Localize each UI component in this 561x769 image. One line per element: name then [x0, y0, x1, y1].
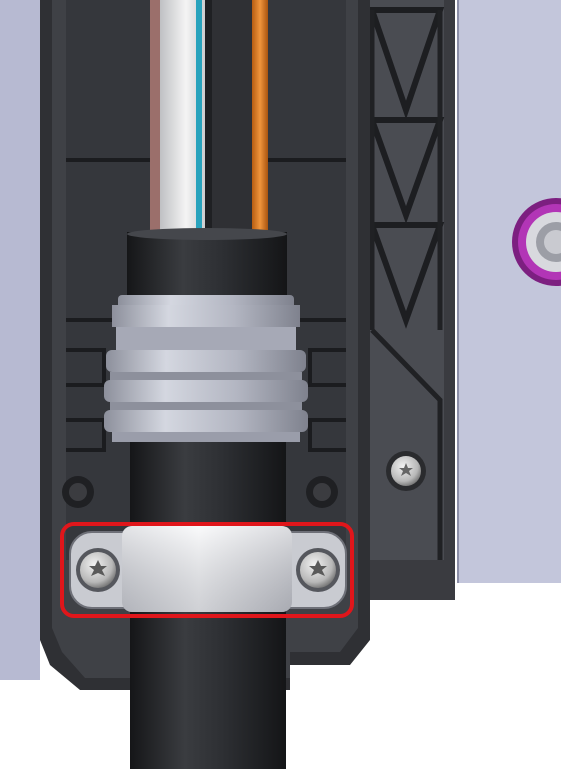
cable-wires [150, 0, 268, 240]
cable-gland [104, 295, 308, 442]
cable-jacket-top-edge [127, 228, 287, 240]
torx-screw-icon [76, 548, 120, 592]
circular-connector-icon [512, 198, 561, 286]
torx-screw-icon [296, 548, 340, 592]
torx-screw-icon [386, 451, 426, 491]
cable-clamp [69, 526, 347, 612]
cable-jacket-upper [127, 232, 287, 302]
enclosure-panel-right-strip [458, 0, 561, 583]
enclosure-panel-left [0, 0, 40, 680]
housing-rib-lattice [355, 0, 455, 600]
clamp-highlight-box [60, 522, 354, 618]
mounting-hole-icon [62, 476, 338, 508]
